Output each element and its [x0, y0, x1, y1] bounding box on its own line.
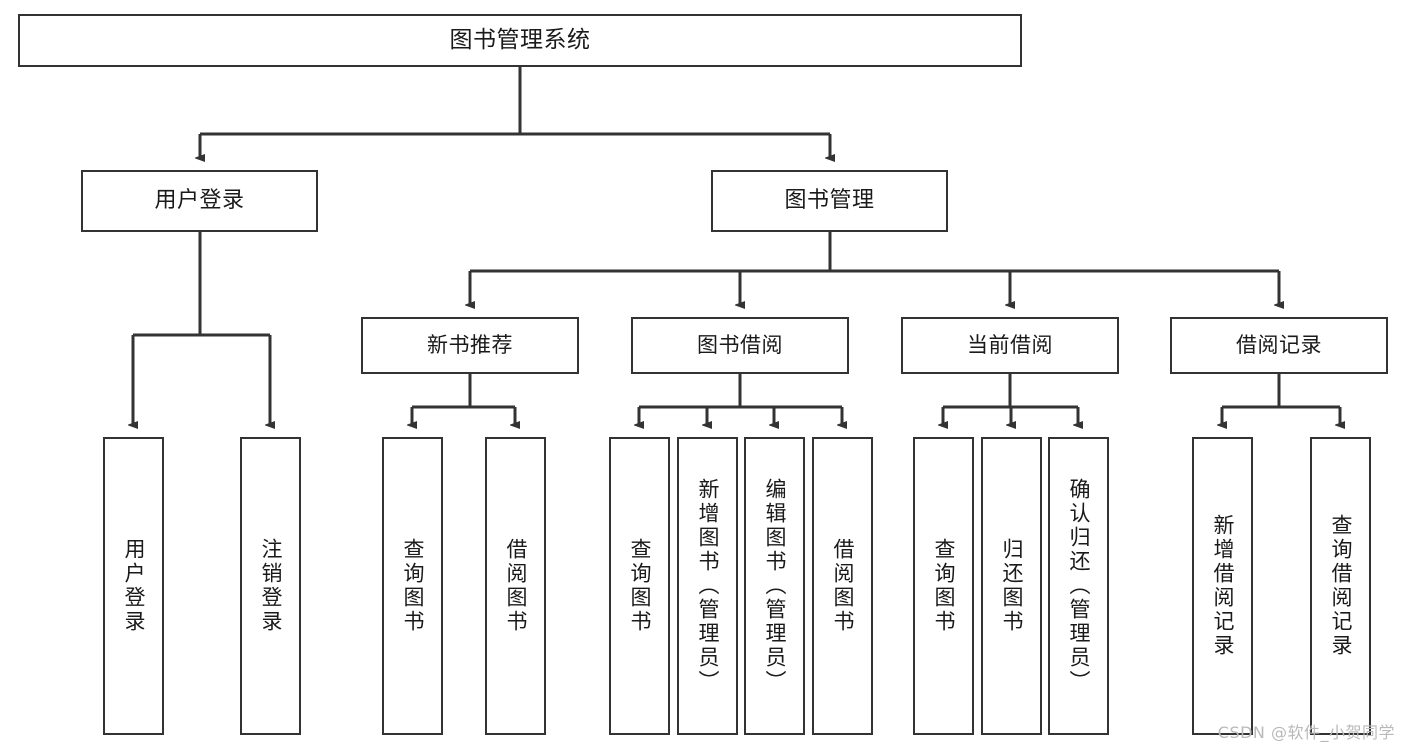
node-root-system[interactable]: 图书管理系统	[18, 14, 1022, 67]
node-label: 查询图书	[401, 538, 426, 634]
leaf-current-borrow-return[interactable]: 归还图书	[981, 437, 1042, 735]
leaf-new-book-query[interactable]: 查询图书	[382, 437, 443, 735]
node-label: 查询图书	[932, 538, 957, 634]
node-label: 图书借阅	[697, 333, 783, 358]
node-label: 当前借阅	[967, 333, 1053, 358]
leaf-new-book-borrow[interactable]: 借阅图书	[485, 437, 546, 735]
node-label: 用户登录	[122, 538, 147, 634]
leaf-borrow-record-add[interactable]: 新增借阅记录	[1192, 437, 1253, 735]
node-label: 编辑图书（管理员）	[763, 478, 788, 694]
leaf-user-login-logout[interactable]: 注销登录	[240, 437, 301, 735]
leaf-user-login-login[interactable]: 用户登录	[103, 437, 164, 735]
node-label: 借阅图书	[831, 538, 856, 634]
node-label: 图书管理	[784, 188, 875, 214]
node-label: 注销登录	[259, 538, 284, 634]
leaf-current-borrow-query[interactable]: 查询图书	[913, 437, 974, 735]
node-book-borrow[interactable]: 图书借阅	[631, 317, 849, 374]
node-label: 新增图书（管理员）	[696, 478, 721, 694]
leaf-book-borrow-edit[interactable]: 编辑图书（管理员）	[744, 437, 805, 735]
leaf-book-borrow-borrow[interactable]: 借阅图书	[812, 437, 873, 735]
node-label: 确认归还（管理员）	[1067, 478, 1092, 694]
node-borrow-record[interactable]: 借阅记录	[1170, 317, 1388, 374]
node-label: 图书管理系统	[449, 26, 591, 53]
node-label: 新书推荐	[427, 333, 513, 358]
node-label: 借阅图书	[504, 538, 529, 634]
leaf-book-borrow-add[interactable]: 新增图书（管理员）	[677, 437, 738, 735]
node-book-manage[interactable]: 图书管理	[711, 170, 948, 232]
node-label: 查询图书	[628, 538, 653, 634]
node-label: 查询借阅记录	[1329, 514, 1354, 658]
node-new-book-recommend[interactable]: 新书推荐	[361, 317, 579, 374]
leaf-borrow-record-query[interactable]: 查询借阅记录	[1310, 437, 1371, 735]
leaf-book-borrow-query[interactable]: 查询图书	[609, 437, 670, 735]
node-label: 归还图书	[1000, 538, 1025, 634]
node-label: 用户登录	[154, 188, 245, 214]
node-user-login[interactable]: 用户登录	[81, 170, 318, 232]
leaf-current-borrow-confirm-return[interactable]: 确认归还（管理员）	[1048, 437, 1109, 735]
node-current-borrow[interactable]: 当前借阅	[901, 317, 1119, 374]
node-label: 新增借阅记录	[1211, 514, 1236, 658]
node-label: 借阅记录	[1236, 333, 1322, 358]
